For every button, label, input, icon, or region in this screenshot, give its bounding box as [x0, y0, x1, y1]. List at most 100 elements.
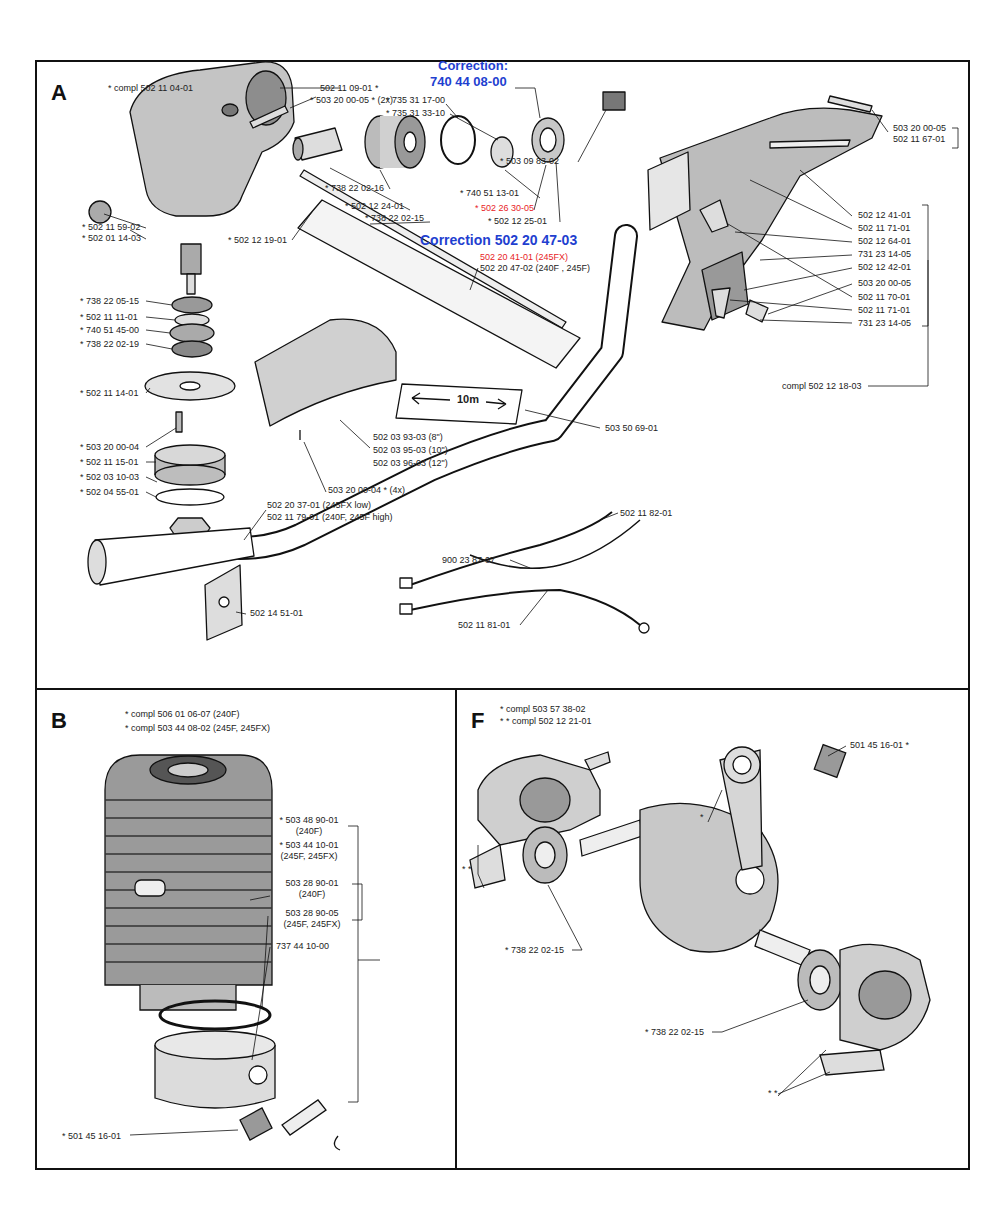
part-number: 502 11 67-01	[893, 134, 945, 145]
correction-note: 740 44 08-00	[430, 74, 507, 89]
filter-mesh	[648, 152, 690, 230]
part-number: * * compl 502 12 21-01	[500, 716, 592, 727]
part-number: 731 23 14-05	[858, 318, 911, 329]
washer	[156, 489, 224, 505]
part-number: compl 502 12 18-03	[782, 381, 862, 392]
leader-lines	[130, 826, 380, 1135]
plate-hole	[219, 597, 229, 607]
part-number: * 502 12 19-01	[228, 235, 287, 246]
cylinder-illustration	[105, 755, 340, 1150]
part-number: 737 44 10-00	[276, 941, 329, 952]
correction-note: Correction 502 20 47-03	[420, 232, 577, 248]
panel-a: A	[35, 60, 970, 690]
part-number: * 502 12 24-01	[345, 201, 404, 212]
part-number: * 738 22 02-16	[325, 183, 384, 194]
part-number: 502 11 81-01	[458, 620, 510, 631]
crank-illustration	[470, 745, 930, 1075]
knob	[89, 201, 111, 223]
pulley-side	[224, 455, 225, 475]
part-number: 503 50 69-01	[605, 423, 658, 434]
part-number: * 502 01 14-03	[82, 233, 141, 244]
mount-plate	[205, 565, 242, 640]
bolt	[828, 96, 872, 112]
part-number: 503 20 00-05	[893, 123, 946, 134]
leader-lines	[478, 746, 846, 1096]
part-number: 502 03 93-03 (8")	[373, 432, 443, 443]
part-number: 502 11 79-01 (240F, 245F high)	[267, 512, 392, 523]
part-number: * 740 51 13-01	[460, 188, 519, 199]
part-number: 900 23 87-07	[442, 555, 495, 566]
lock-lever	[712, 288, 730, 318]
part-number: 502 12 42-01	[858, 262, 911, 273]
part-number: *	[700, 812, 704, 823]
part-number: * 740 51 45-00	[80, 325, 139, 336]
circlip	[441, 116, 475, 164]
part-number: * 738 22 05-15	[80, 296, 139, 307]
pulley-bottom	[155, 465, 225, 485]
part-number: 502 11 82-01	[620, 508, 672, 519]
part-number: * 738 22 02-15	[365, 213, 424, 224]
pulley-side	[154, 455, 155, 475]
screw	[250, 106, 288, 128]
tube-end	[88, 540, 106, 584]
part-number: 502 20 37-01 (245FX low)	[267, 500, 371, 511]
part-number: * 503 48 90-01 (240F)	[272, 815, 346, 837]
seal	[170, 324, 214, 342]
part-number: * 502 11 11-01	[80, 312, 138, 323]
part-number: * 503 09 83-02	[500, 156, 559, 167]
part-number: * 502 11 59-02	[82, 222, 140, 233]
gear-head-boss	[222, 104, 238, 116]
part-number: * 502 03 10-03	[80, 472, 139, 483]
panel-f: F	[455, 688, 970, 1170]
panel-letter: A	[51, 80, 67, 106]
part-number: * 735 31 17-00	[386, 95, 445, 106]
part-number: 502 11 70-01	[858, 292, 910, 303]
guard	[255, 319, 396, 426]
part-number: * 738 22 02-15	[505, 945, 564, 956]
wire	[470, 520, 640, 568]
part-number: 502 20 47-02 (240F , 245F)	[480, 263, 590, 274]
wire	[410, 512, 612, 585]
sticker	[396, 384, 522, 424]
panel-b: B	[35, 688, 457, 1170]
switch	[603, 92, 625, 110]
handle-grip-end	[702, 252, 748, 320]
correction-note: Correction:	[438, 58, 508, 73]
part-number: * 503 20 00-05 * (2x)	[310, 95, 393, 106]
sleeve-bore	[540, 128, 556, 152]
part-number: 502 20 41-01 (245FX)	[480, 252, 568, 263]
rod	[770, 140, 850, 148]
part-number: * 738 22 02-15	[645, 1027, 704, 1038]
part-number: * *	[768, 1088, 778, 1099]
part-number: 10m	[455, 394, 481, 405]
part-number: 503 20 00-04 * (4x)	[328, 485, 405, 496]
handle-bar	[240, 236, 626, 548]
part-number: * 503 44 10-01 (245F, 245FX)	[272, 840, 346, 862]
part-number: * 735 31 33-10	[386, 108, 445, 119]
screw	[746, 300, 768, 322]
bearing	[395, 116, 425, 168]
bearing	[172, 297, 212, 313]
handle-bar-outline	[240, 236, 626, 548]
wire	[410, 590, 640, 625]
part-number: * *	[462, 864, 472, 875]
pinion-gear	[181, 244, 201, 274]
sleeve	[532, 118, 564, 162]
bearing-bore	[404, 132, 416, 152]
part-number: * compl 503 57 38-02	[500, 704, 586, 715]
part-number: 503 28 90-01 (240F)	[276, 878, 348, 900]
part-number: 502 11 71-01	[858, 305, 910, 316]
leader-lines	[104, 88, 958, 625]
pinion-shaft	[187, 274, 195, 294]
connector	[400, 578, 412, 588]
connector	[400, 604, 412, 614]
part-number: 503 20 00-05	[858, 278, 911, 289]
part-number: 502 14 51-01	[250, 608, 303, 619]
throttle-trigger	[700, 200, 728, 232]
disc-hole	[180, 382, 200, 390]
panel-letter: F	[471, 708, 484, 734]
support-disc	[145, 372, 235, 400]
rear-handle	[660, 108, 882, 330]
panel-letter: B	[51, 708, 67, 734]
